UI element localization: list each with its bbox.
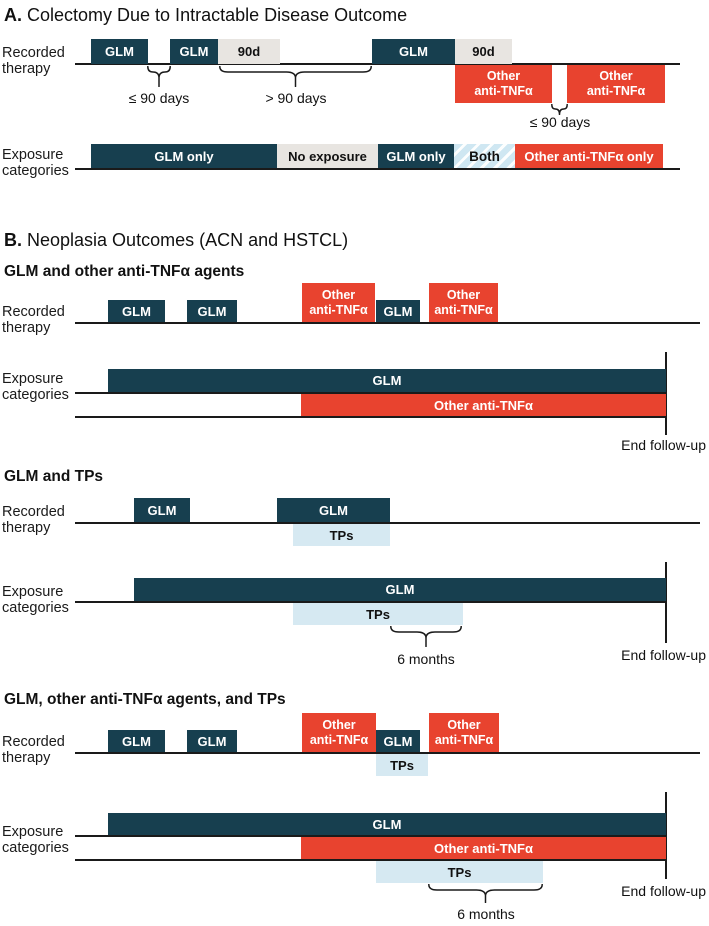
- therapy-timeline: [75, 522, 700, 524]
- glm-box: GLM: [108, 300, 165, 322]
- exposure-segment-glm-only: GLM only: [91, 144, 277, 168]
- exposure-segment-glm-only: GLM only: [378, 144, 454, 168]
- six-months-label: 6 months: [397, 651, 455, 667]
- other-anti-tnf-line2: anti-TNFα: [474, 84, 533, 98]
- panel-b-heading: B. Neoplasia Outcomes (ACN and HSTCL): [4, 230, 348, 251]
- glm-box: GLM: [108, 730, 165, 752]
- recorded-therapy-label: Recorded therapy: [2, 504, 65, 536]
- panel-a-heading-text: Colectomy Due to Intractable Disease Out…: [22, 5, 408, 25]
- six-months-brace: [390, 626, 462, 647]
- recorded-therapy-label: Recorded therapy: [2, 734, 65, 766]
- six-months-brace: [428, 884, 543, 903]
- exposure-categories-label: Exposure categories: [2, 584, 69, 616]
- recorded-therapy-label: Recorded therapy: [2, 304, 65, 336]
- end-follow-up-label: End follow-up: [621, 647, 706, 663]
- exposure-timeline: [75, 835, 667, 837]
- end-follow-up-label: End follow-up: [621, 437, 706, 453]
- glm-box: GLM: [376, 300, 420, 322]
- other-anti-tnf-line1: Other: [321, 287, 356, 302]
- exposure-segment-both: Both: [454, 144, 515, 168]
- other-anti-tnf-box: Other anti-TNFα: [567, 65, 665, 103]
- other-anti-tnf-line1: Other: [447, 717, 481, 732]
- therapy-timeline: [75, 322, 700, 324]
- glm-box: GLM: [376, 730, 420, 752]
- exposure-categories-label: Exposure categories: [2, 371, 69, 403]
- other-anti-tnf-line1: Other: [486, 69, 521, 83]
- end-follow-up-label: End follow-up: [621, 883, 706, 899]
- duration-brace: [551, 104, 568, 115]
- exposure-bar-glm: GLM: [108, 369, 666, 392]
- other-anti-tnf-box: Other anti-TNFα: [302, 713, 376, 752]
- exposure-categories-label: Exposure categories: [2, 147, 69, 179]
- other-anti-tnf-line2: anti-TNFα: [586, 84, 646, 98]
- duration-brace: [219, 66, 372, 87]
- other-anti-tnf-box: Other anti-TNFα: [429, 283, 498, 322]
- other-anti-tnf-box: Other anti-TNFα: [455, 65, 552, 103]
- exposure-bar-other-anti-tnf: Other anti-TNFα: [301, 394, 666, 416]
- glm-box: GLM: [187, 300, 237, 322]
- duration-label: ≤ 90 days: [529, 114, 591, 130]
- section-heading: GLM and TPs: [4, 468, 104, 485]
- ninety-day-extension-box: 90d: [218, 39, 280, 64]
- exposure-timeline: [75, 416, 667, 418]
- exposure-bar-tps: TPs: [293, 603, 463, 625]
- therapy-timeline: [75, 752, 700, 754]
- section-heading: GLM, other anti-TNFα agents, and TPs: [4, 691, 286, 708]
- tps-box: TPs: [376, 754, 428, 776]
- panel-b-heading-text: Neoplasia Outcomes (ACN and HSTCL): [22, 230, 349, 250]
- exposure-segment-other-anti-tnf-only: Other anti-TNFα only: [515, 144, 663, 168]
- exposure-timeline: [75, 168, 680, 170]
- other-anti-tnf-line2: anti-TNFα: [434, 302, 493, 317]
- glm-box: GLM: [277, 498, 390, 522]
- other-anti-tnf-box: Other anti-TNFα: [429, 713, 499, 752]
- glm-box: GLM: [187, 730, 237, 752]
- other-anti-tnf-line1: Other: [446, 287, 481, 302]
- other-anti-tnf-line1: Other: [322, 717, 356, 732]
- exposure-bar-glm: GLM: [108, 813, 666, 835]
- exposure-bar-glm: GLM: [134, 578, 666, 601]
- exposure-bar-tps: TPs: [376, 861, 543, 883]
- ninety-day-extension-box: 90d: [455, 39, 512, 64]
- six-months-label: 6 months: [457, 906, 515, 922]
- glm-box: GLM: [170, 39, 218, 64]
- other-anti-tnf-box: Other anti-TNFα: [302, 283, 375, 322]
- exposure-timeline: [75, 859, 667, 861]
- other-anti-tnf-line2: anti-TNFα: [434, 732, 494, 747]
- exposure-segment-no-exposure: No exposure: [277, 144, 378, 168]
- other-anti-tnf-line1: Other: [599, 69, 633, 83]
- exposure-timeline: [75, 392, 667, 394]
- panel-a-heading-prefix: A.: [4, 5, 22, 25]
- recorded-therapy-label: Recorded therapy: [2, 45, 65, 77]
- exposure-timeline: [75, 601, 667, 603]
- section-heading: GLM and other anti-TNFα agents: [4, 263, 245, 280]
- tps-box: TPs: [293, 524, 390, 546]
- glm-box: GLM: [134, 498, 190, 522]
- duration-brace: [147, 66, 171, 87]
- exposure-bar-other-anti-tnf: Other anti-TNFα: [301, 837, 666, 859]
- duration-label: ≤ 90 days: [128, 90, 190, 106]
- panel-b-heading-prefix: B.: [4, 230, 22, 250]
- panel-a-heading: A. Colectomy Due to Intractable Disease …: [4, 5, 407, 26]
- other-anti-tnf-line2: anti-TNFα: [309, 732, 369, 747]
- other-anti-tnf-line2: anti-TNFα: [309, 302, 368, 317]
- glm-box: GLM: [372, 39, 455, 64]
- glm-box: GLM: [91, 39, 148, 64]
- therapy-timeline: [75, 63, 680, 65]
- exposure-categories-label: Exposure categories: [2, 824, 69, 856]
- duration-label: > 90 days: [265, 90, 327, 106]
